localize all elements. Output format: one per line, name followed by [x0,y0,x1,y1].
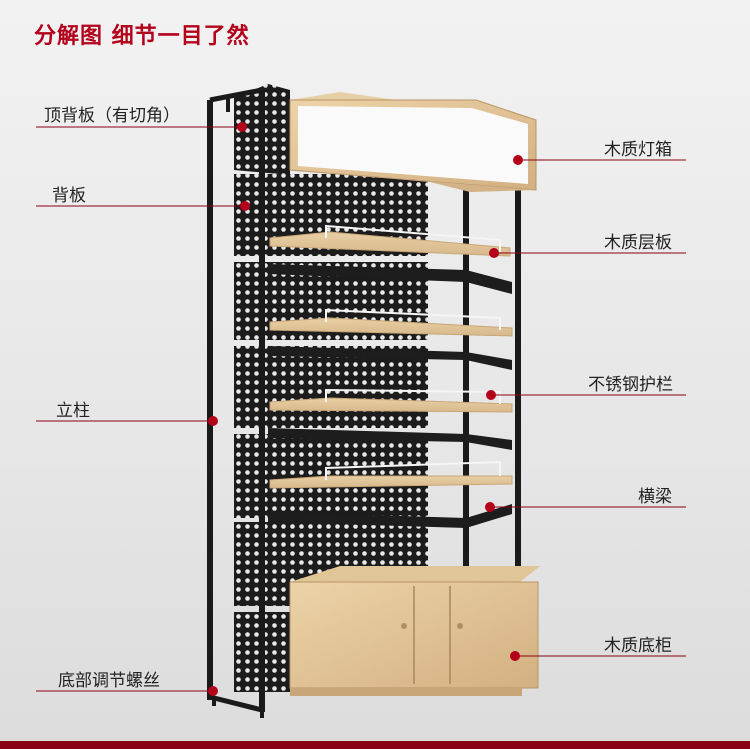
label-top-back-panel: 顶背板（有切角） [44,106,180,126]
back-panels [234,84,428,692]
bottom-rail [209,694,263,713]
wood-cabinet [289,566,540,696]
callout-dots [208,122,523,696]
label-upright: 立柱 [56,401,90,421]
label-wood-shelf: 木质层板 [604,233,672,253]
wood-shelves [269,231,513,489]
label-back-panel: 背板 [52,186,86,206]
crossbeams [268,264,512,528]
page-title: 分解图 细节一目了然 [34,24,250,49]
label-wood-cabinet: 木质底柜 [604,636,672,656]
label-steel-guardrail: 不锈钢护栏 [588,375,673,395]
back-panel-3 [234,346,428,428]
bottom-bar [0,741,750,749]
wood-lightbox [289,92,537,192]
label-adjust-screw: 底部调节螺丝 [58,671,160,691]
label-wood-lightbox: 木质灯箱 [604,140,672,160]
leader-lines [36,126,686,692]
top-rail [209,87,263,103]
steel-guardrails [325,224,501,480]
label-crossbeam: 横梁 [638,487,672,507]
